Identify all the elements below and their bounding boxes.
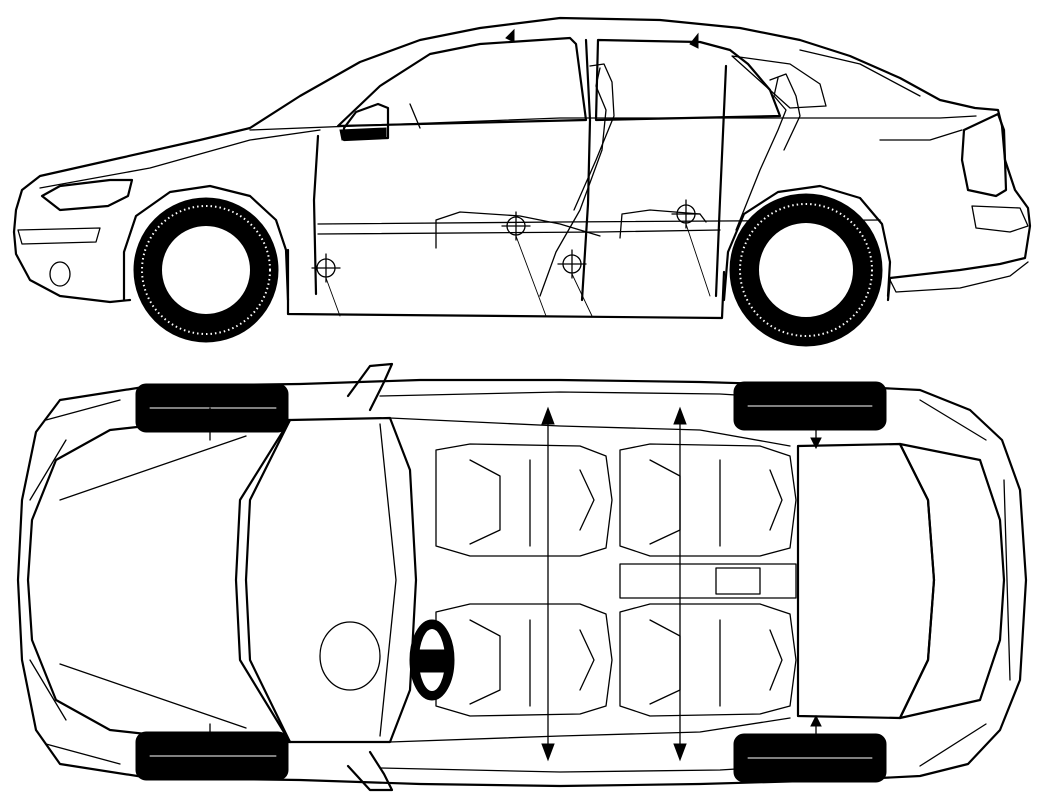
rear-wheel-arch [722, 184, 892, 302]
rear-wheel [722, 184, 892, 347]
side-view [12, 16, 1032, 347]
crosshair-marker-icon [501, 211, 531, 241]
trunk-shoulder [879, 129, 963, 141]
front-fender-lines [29, 399, 121, 765]
hood [26, 418, 292, 744]
reference-lines [325, 223, 711, 317]
rear-seat-right-detail [649, 619, 783, 707]
rear-seat-left-detail [649, 459, 783, 547]
dashboard-pod [319, 621, 381, 691]
roof-edge-top [389, 417, 791, 447]
side-body-outline [12, 16, 1032, 302]
rear-window [594, 38, 782, 122]
front-bumper-slot [17, 227, 101, 245]
fog-light [49, 261, 71, 287]
front-seat-cushion [435, 211, 601, 249]
right-mirror-top [346, 750, 394, 792]
windshield [244, 416, 418, 744]
rear-quarter-window [731, 55, 827, 109]
rear-fender-lines [919, 399, 1011, 767]
hood-inner [59, 435, 247, 729]
front-bumper [12, 230, 132, 304]
steering-column [409, 103, 421, 129]
front-door-line [312, 134, 320, 296]
rear-seat-side [735, 77, 787, 231]
rear-window-top [796, 442, 936, 720]
double-arrow-icon [673, 406, 687, 762]
double-arrow-icon [810, 406, 822, 450]
front-seat-back [573, 63, 615, 211]
top-view [16, 362, 1028, 792]
front-seat-side [539, 67, 607, 297]
double-arrow-icon [810, 714, 822, 758]
headlight [40, 178, 134, 212]
roof-arrow-icon [689, 32, 699, 49]
mirror-base [339, 127, 387, 141]
rear-glass [799, 49, 921, 97]
trunk-lid [898, 442, 1006, 720]
front-seat-right [435, 603, 613, 717]
roof-edge-bottom [389, 717, 791, 743]
left-mirror-top [346, 362, 394, 412]
rear-bumper-line [971, 205, 1029, 233]
door-crease-lower [317, 229, 721, 235]
rear-seat-back [769, 73, 801, 151]
double-arrow-icon [541, 406, 555, 762]
front-wheel-arch [122, 184, 290, 302]
crosshair-marker-icon [557, 249, 587, 279]
front-seat-left [435, 443, 613, 557]
roof-arrow-icon [505, 28, 515, 43]
front-seat-left-detail [469, 459, 595, 547]
rear-seat-right [619, 603, 797, 717]
top-body-outline [16, 378, 1028, 788]
crosshair-marker-icon [671, 199, 701, 229]
side-sill [286, 248, 726, 320]
front-seat-right-detail [469, 619, 595, 707]
rear-seat-left [619, 443, 797, 557]
hood-line [39, 129, 321, 189]
windshield-inner [379, 423, 397, 737]
double-arrow-icon [204, 406, 216, 441]
rear-seat-cushion [619, 209, 707, 239]
front-wheel [122, 184, 290, 343]
front-window [336, 36, 588, 128]
center-console [619, 563, 797, 599]
double-arrow-icon [204, 723, 216, 756]
crosshair-marker-icon [311, 253, 341, 283]
b-pillar [580, 38, 592, 302]
tail-light [960, 112, 1008, 198]
rear-door-line [714, 64, 728, 298]
rear-lower-bumper [889, 261, 1029, 293]
